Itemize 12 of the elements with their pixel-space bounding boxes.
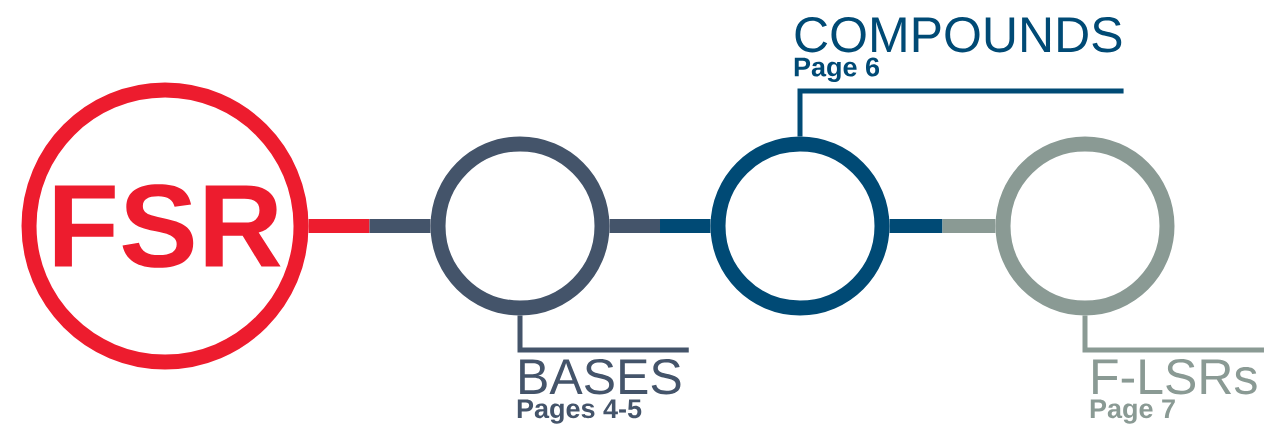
connector-line	[889, 219, 996, 233]
ring	[995, 136, 1175, 316]
connector-line	[609, 219, 711, 233]
section-label: BASES Pages 4-5	[517, 359, 681, 424]
connector-line	[308, 219, 431, 233]
section-label: COMPOUNDS Page 6	[794, 17, 1122, 82]
ring	[710, 136, 890, 316]
ring	[430, 136, 610, 316]
leader-line	[517, 315, 689, 353]
leader-line	[1082, 315, 1264, 353]
section-label: F-LSRs Page 7	[1090, 359, 1257, 424]
leader-line	[797, 88, 1124, 137]
